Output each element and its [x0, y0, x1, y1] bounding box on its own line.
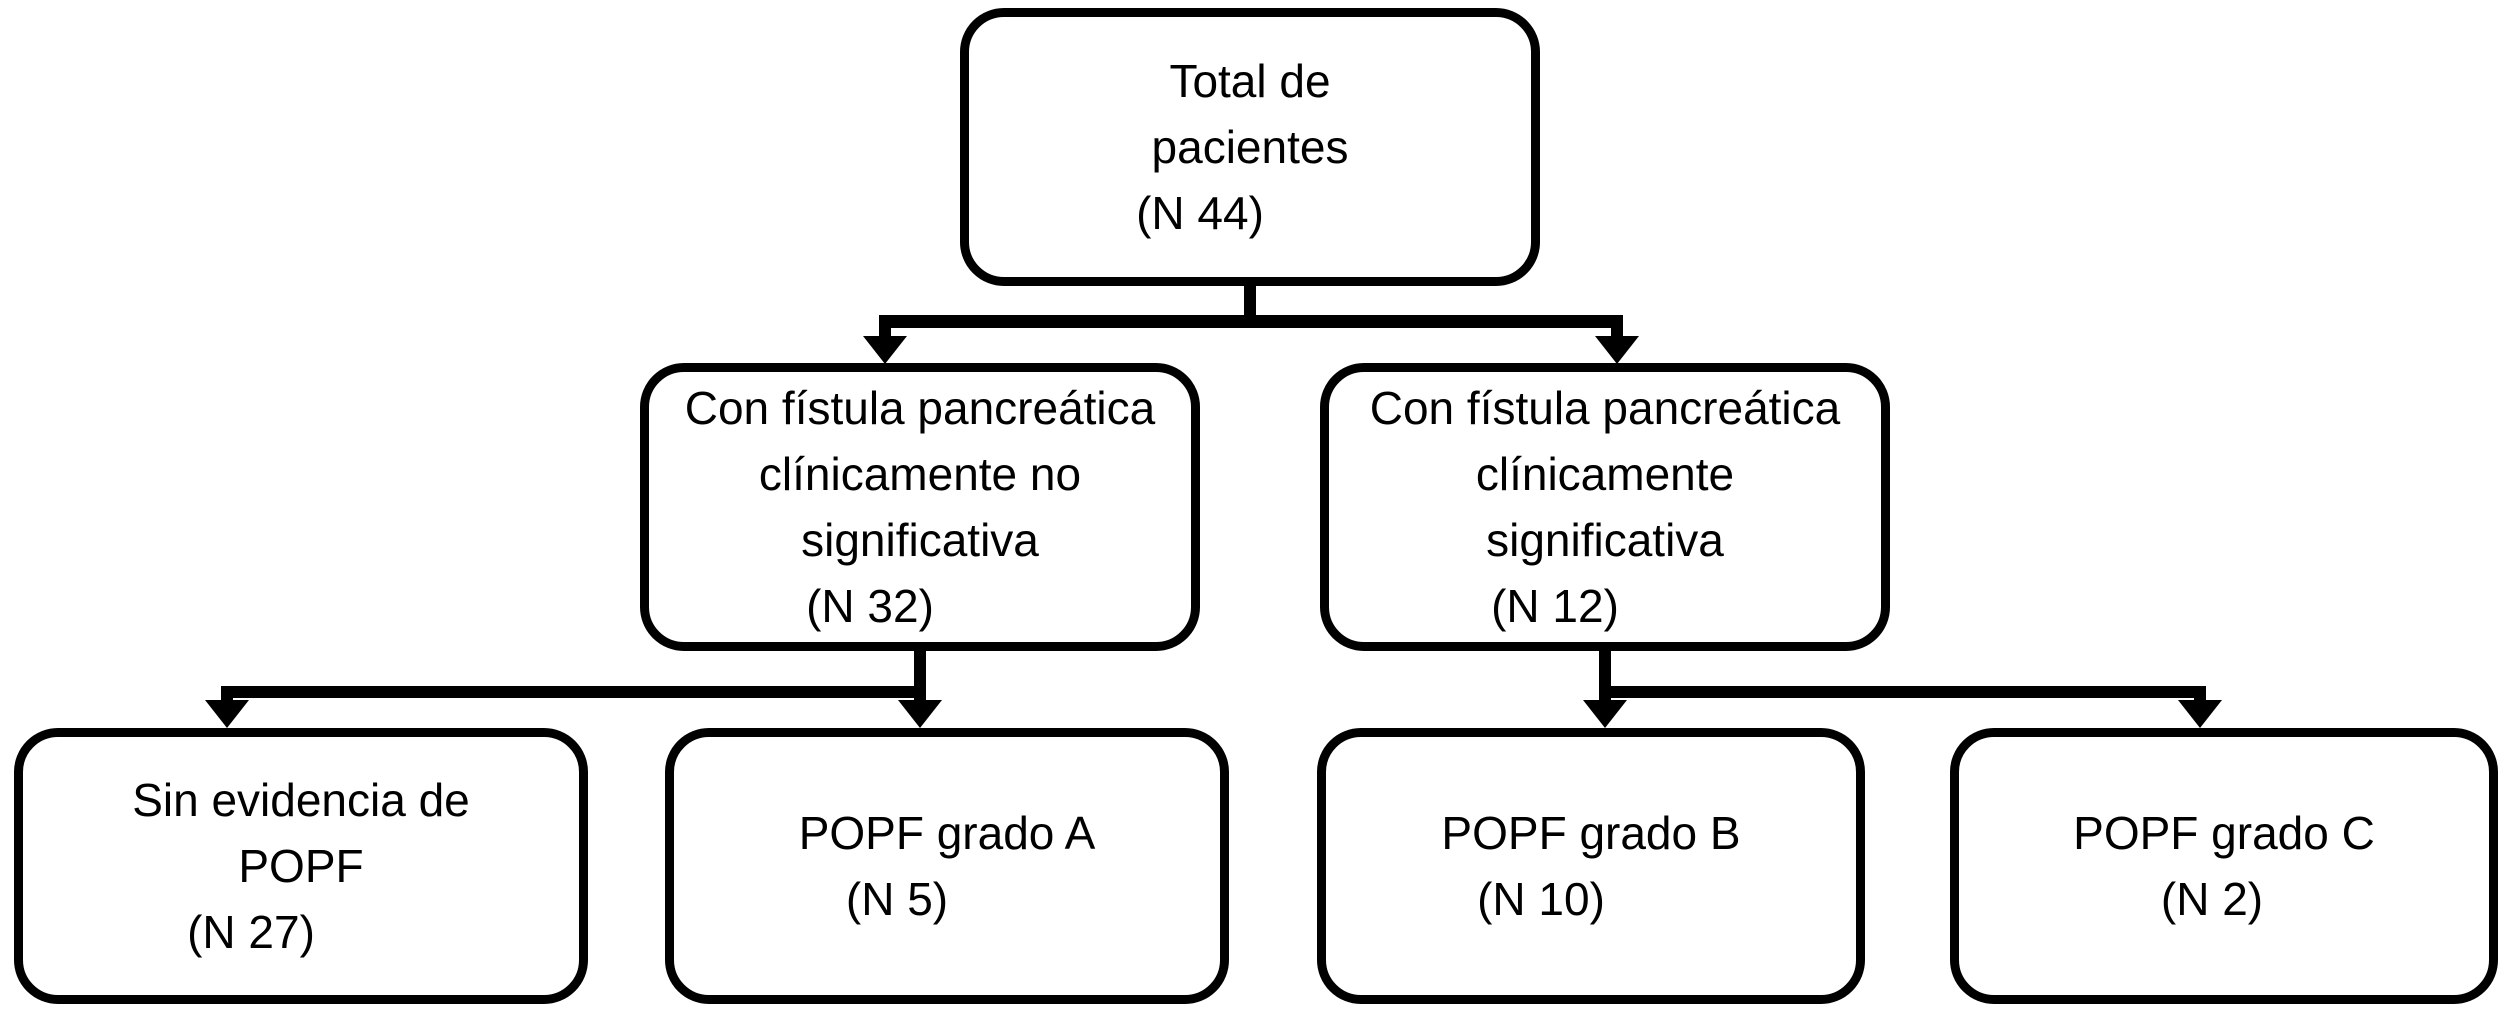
arrowhead-to-sin-evidencia-popf	[205, 700, 249, 728]
node-popf-grado-b: POPF grado B (N 10)	[1317, 728, 1865, 1004]
arrowhead-to-popf-grado-a	[898, 700, 942, 728]
node-count: (N 12)	[1491, 580, 1619, 632]
node-count: (N 32)	[806, 580, 934, 632]
node-popf-grado-c: POPF grado C (N 2)	[1950, 728, 2498, 1004]
node-count: (N 27)	[187, 906, 315, 958]
node-line: clínicamente no	[758, 448, 1082, 500]
edge-fsf-branch-line	[1599, 686, 2206, 698]
node-fistula-no-significativa: Con fístula pancreática clínicamente no …	[640, 363, 1200, 651]
node-count: (N 2)	[2160, 873, 2264, 925]
node-count: (N 5)	[845, 873, 949, 925]
node-total-patients: Total de pacientes (N 44)	[960, 8, 1540, 286]
node-line: significativa	[1486, 514, 1724, 566]
arrowhead-to-fistula-no-significativa	[863, 336, 907, 364]
node-sin-evidencia-popf: Sin evidencia de POPF (N 27)	[14, 728, 588, 1004]
edge-total-branch-line	[879, 315, 1623, 328]
edge-fsf-right-stub	[2194, 694, 2206, 704]
node-line: POPF grado C	[2073, 807, 2375, 859]
node-line: significativa	[801, 514, 1039, 566]
node-line: Sin evidencia de	[132, 774, 470, 826]
node-line: clínicamente	[1475, 448, 1735, 500]
node-count: (N 44)	[1136, 187, 1264, 239]
edge-fnsf-left-stub	[221, 694, 233, 704]
node-line: POPF grado B	[1441, 807, 1741, 859]
node-line: POPF	[238, 840, 364, 892]
arrowhead-to-popf-grado-b	[1583, 700, 1627, 728]
node-fistula-significativa: Con fístula pancreática clínicamente sig…	[1320, 363, 1890, 651]
node-line: Con fístula pancreática	[1369, 382, 1841, 434]
node-line: POPF grado A	[798, 807, 1096, 859]
edge-fnsf-branch-line	[221, 686, 926, 698]
arrowhead-to-fistula-significativa	[1595, 336, 1639, 364]
node-line: Con fístula pancreática	[684, 382, 1156, 434]
node-popf-grado-a: POPF grado A (N 5)	[665, 728, 1229, 1004]
node-line: Total de	[1169, 55, 1331, 107]
node-count: (N 10)	[1477, 873, 1605, 925]
node-line: pacientes	[1151, 121, 1349, 173]
arrowhead-to-popf-grado-c	[2178, 700, 2222, 728]
edge-total-trunk-line	[1244, 284, 1256, 324]
